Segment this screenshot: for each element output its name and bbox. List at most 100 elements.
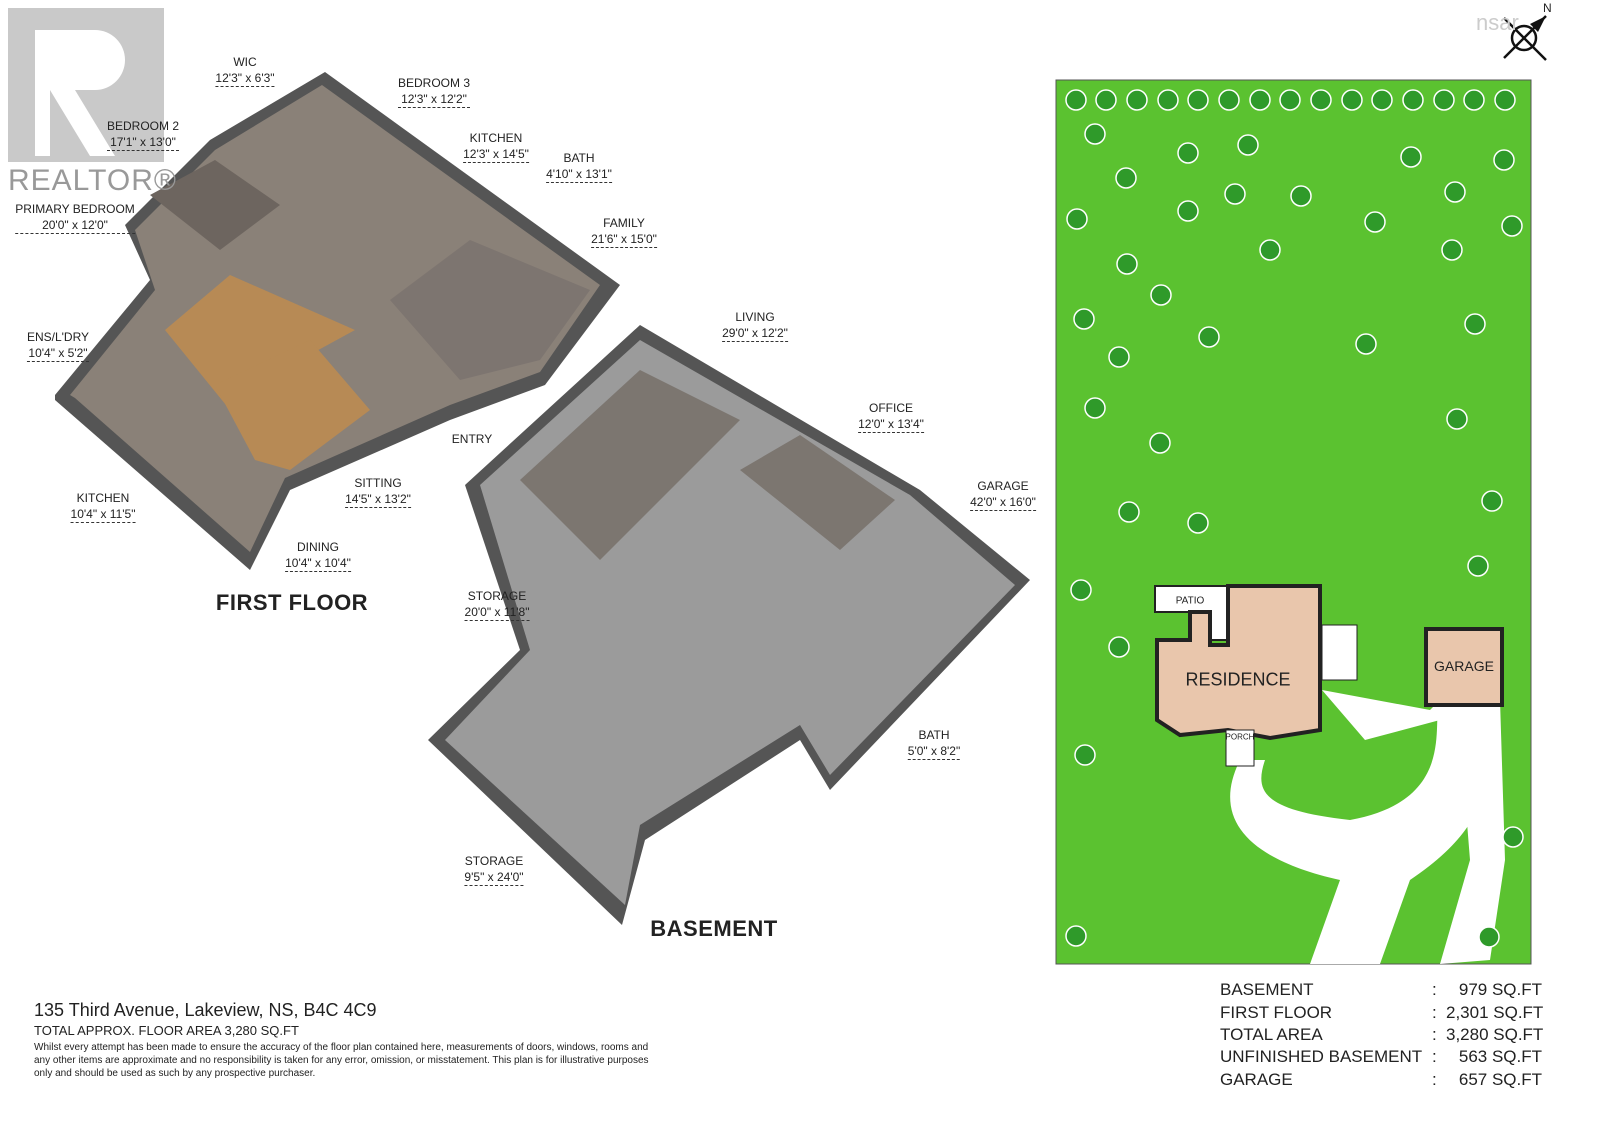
room-label: STORAGE 9'5" x 24'0" — [464, 853, 524, 886]
room-name: STORAGE — [467, 589, 527, 603]
area-value: 657 SQ.FT — [1458, 1069, 1542, 1089]
address: 135 Third Avenue, Lakeview, NS, B4C 4C9 — [34, 1000, 377, 1020]
room-name: ENS/L'DRY — [26, 330, 90, 344]
room-dimensions: 29'0" x 12'2" — [722, 326, 788, 342]
area-summary-table: BASEMENT: 979 SQ.FT FIRST FLOOR:2,301 SQ.… — [1220, 979, 1544, 1091]
room-dimensions: 17'1" x 13'0" — [106, 134, 180, 151]
room-dimensions: 21'6" x 15'0" — [591, 232, 657, 248]
tree-icon — [1084, 123, 1106, 145]
room-dimensions: 14'5" x 13'2" — [345, 492, 411, 508]
tree-icon — [1446, 408, 1468, 430]
room-dimensions: 12'3" x 6'3" — [215, 71, 275, 87]
property-info: 135 Third Avenue, Lakeview, NS, B4C 4C9 … — [34, 1000, 654, 1080]
tree-icon — [1259, 239, 1281, 261]
room-name: LIVING — [735, 310, 775, 324]
area-row: GARAGE: 657 SQ.FT — [1220, 1069, 1542, 1091]
area-row: FIRST FLOOR:2,301 SQ.FT — [1220, 1001, 1544, 1023]
area-row: TOTAL AREA:3,280 SQ.FT — [1220, 1024, 1544, 1046]
tree-icon — [1116, 253, 1138, 275]
tree-icon — [1364, 211, 1386, 233]
tree-icon — [1502, 826, 1524, 848]
tree-icon — [1501, 215, 1523, 237]
room-dimensions: 12'0" x 13'4" — [858, 417, 924, 433]
tree-icon — [1157, 89, 1179, 111]
area-value: 563 SQ.FT — [1458, 1047, 1542, 1067]
patio-label: PATIO — [1175, 595, 1205, 607]
room-dimensions: 20'0" x 12'0" — [15, 217, 135, 234]
tree-icon — [1463, 89, 1485, 111]
area-value: 3,280 SQ.FT — [1446, 1024, 1544, 1044]
nsar-logo: nsar — [1476, 10, 1519, 35]
tree-icon — [1355, 333, 1377, 355]
room-label: SITTING 14'5" x 13'2" — [345, 475, 411, 508]
disclaimer: Whilst every attempt has been made to en… — [34, 1042, 649, 1079]
area-row: UNFINISHED BASEMENT: 563 SQ.FT — [1220, 1046, 1542, 1068]
first-floor-plan — [55, 72, 620, 570]
tree-icon — [1400, 146, 1422, 168]
area-label: BASEMENT — [1220, 980, 1314, 1000]
room-name: KITCHEN — [76, 491, 130, 505]
tree-icon — [1073, 308, 1095, 330]
tree-icon — [1108, 346, 1130, 368]
area-row: BASEMENT: 979 SQ.FT — [1220, 979, 1542, 1001]
basement-title: BASEMENT — [650, 916, 778, 941]
tree-icon — [1150, 284, 1172, 306]
porch-label: PORCH — [1225, 732, 1255, 742]
separator: : — [1432, 980, 1437, 1000]
area-value: 979 SQ.FT — [1458, 980, 1542, 1000]
area-label: UNFINISHED BASEMENT — [1220, 1047, 1423, 1067]
tree-icon — [1467, 555, 1489, 577]
tree-icon — [1066, 208, 1088, 230]
area-label: GARAGE — [1220, 1069, 1293, 1089]
room-label: FAMILY 21'6" x 15'0" — [591, 215, 657, 248]
tree-icon — [1084, 397, 1106, 419]
room-label: LIVING 29'0" x 12'2" — [722, 309, 788, 342]
room-name: KITCHEN — [469, 131, 523, 145]
tree-icon — [1218, 89, 1240, 111]
room-name: WIC — [233, 55, 257, 69]
tree-icon — [1464, 313, 1486, 335]
tree-icon — [1115, 167, 1137, 189]
room-name: FAMILY — [603, 216, 645, 230]
tree-icon — [1493, 149, 1515, 171]
room-dimensions: 12'3" x 12'2" — [397, 91, 471, 108]
tree-icon — [1118, 501, 1140, 523]
room-dimensions: 10'4" x 5'2" — [26, 346, 90, 362]
tree-icon — [1065, 89, 1087, 111]
room-dimensions: 20'0" x 11'8" — [464, 605, 530, 621]
tree-icon — [1249, 89, 1271, 111]
tree-icon — [1177, 200, 1199, 222]
tree-icon — [1177, 142, 1199, 164]
separator: : — [1432, 1047, 1437, 1067]
room-label: WIC 12'3" x 6'3" — [215, 54, 275, 87]
room-name: BEDROOM 2 — [106, 119, 180, 133]
room-name: SITTING — [354, 476, 402, 490]
room-name: BATH — [918, 728, 950, 742]
separator: : — [1432, 1069, 1437, 1089]
tree-icon — [1108, 636, 1130, 658]
tree-icon — [1095, 89, 1117, 111]
tree-icon — [1494, 89, 1516, 111]
area-value: 2,301 SQ.FT — [1446, 1002, 1544, 1022]
tree-icon — [1402, 89, 1424, 111]
site-plan — [1055, 79, 1532, 965]
room-dimensions: 10'4" x 10'4" — [285, 556, 351, 572]
realtor-logo — [8, 8, 164, 162]
tree-icon — [1279, 89, 1301, 111]
tree-icon — [1441, 239, 1463, 261]
realtor-logo-text: REALTOR® — [8, 164, 178, 197]
room-name: STORAGE — [464, 854, 524, 868]
room-dimensions: 9'5" x 24'0" — [464, 870, 524, 886]
tree-icon — [1341, 89, 1363, 111]
room-name: DINING — [297, 540, 339, 554]
separator: : — [1432, 1002, 1437, 1022]
area-label: TOTAL AREA — [1220, 1024, 1323, 1044]
